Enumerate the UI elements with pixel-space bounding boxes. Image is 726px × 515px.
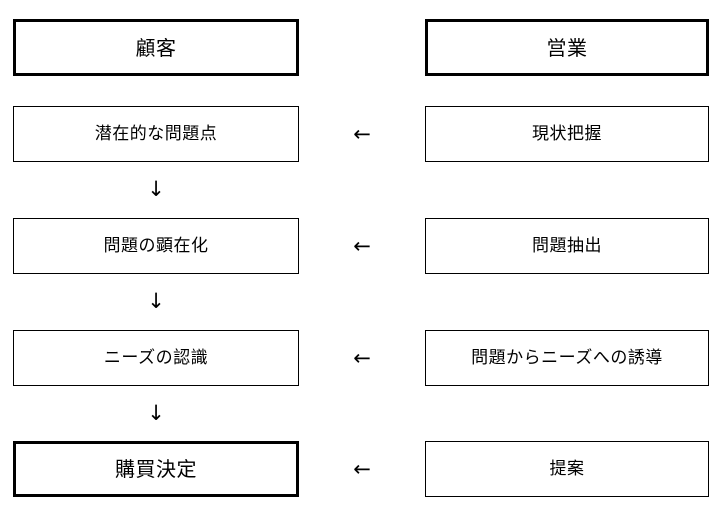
arrow-down-icon-2: ↓ bbox=[147, 288, 165, 313]
sales-step-4-label: 提案 bbox=[549, 458, 585, 479]
customer-step-2-label: 問題の顕在化 bbox=[103, 235, 209, 256]
customer-step-3-label: ニーズの認識 bbox=[103, 347, 209, 368]
customer-column-header-label: 顧客 bbox=[135, 35, 177, 60]
customer-step-1-label: 潜在的な問題点 bbox=[94, 123, 218, 144]
sales-step-4-box: 提案 bbox=[425, 441, 709, 497]
arrow-left-icon-row-3: ← bbox=[353, 345, 371, 370]
sales-step-1-label: 現状把握 bbox=[532, 123, 602, 144]
customer-column-header: 顧客 bbox=[13, 19, 299, 76]
customer-step-4-box: 購買決定 bbox=[13, 441, 299, 497]
sales-step-1-box: 現状把握 bbox=[425, 106, 709, 162]
sales-column-header-label: 営業 bbox=[546, 35, 588, 60]
arrow-down-icon-1: ↓ bbox=[147, 176, 165, 201]
sales-step-3-box: 問題からニーズへの誘導 bbox=[425, 330, 709, 386]
sales-step-3-label: 問題からニーズへの誘導 bbox=[471, 347, 663, 368]
sales-step-2-label: 問題抽出 bbox=[532, 235, 602, 256]
arrow-down-icon-3: ↓ bbox=[147, 400, 165, 425]
customer-step-3-box: ニーズの認識 bbox=[13, 330, 299, 386]
customer-step-2-box: 問題の顕在化 bbox=[13, 218, 299, 274]
arrow-left-icon-row-2: ← bbox=[353, 233, 371, 258]
customer-step-4-label: 購買決定 bbox=[115, 457, 197, 481]
arrow-left-icon-row-1: ← bbox=[353, 121, 371, 146]
sales-step-2-box: 問題抽出 bbox=[425, 218, 709, 274]
arrow-left-icon-row-4: ← bbox=[353, 456, 371, 481]
sales-column-header: 営業 bbox=[425, 19, 709, 76]
customer-step-1-box: 潜在的な問題点 bbox=[13, 106, 299, 162]
